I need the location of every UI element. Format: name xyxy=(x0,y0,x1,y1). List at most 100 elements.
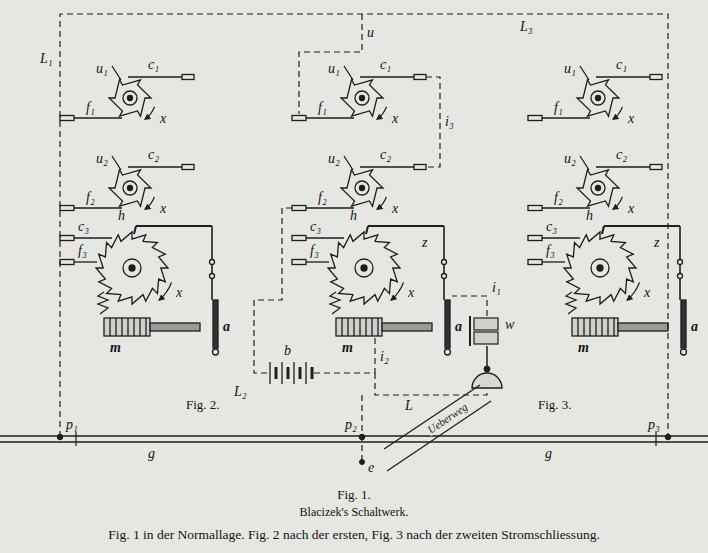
part-letter: a xyxy=(455,320,462,334)
wire-letter: i₁ xyxy=(492,281,501,295)
callout-letter: f₂ xyxy=(554,191,563,205)
line-wire xyxy=(314,336,375,373)
callout-letter: x xyxy=(628,202,634,216)
callout-letter: h xyxy=(118,209,125,223)
rail-letter: g xyxy=(148,447,155,461)
line-letter: L₂ xyxy=(234,385,247,399)
earth-point xyxy=(360,460,365,465)
part-letter: z xyxy=(422,236,427,250)
road-label: Ueberweg xyxy=(425,400,470,436)
part-letter: z xyxy=(654,236,659,250)
battery-cell xyxy=(281,362,282,384)
battery-letter: b xyxy=(284,344,291,358)
wire-letter: i₃ xyxy=(445,115,454,129)
callout-letter: x xyxy=(392,202,398,216)
part-letter: m xyxy=(342,341,353,355)
callout-letter: x xyxy=(408,286,414,300)
callout-letter: f₃ xyxy=(78,244,87,258)
line-wire xyxy=(60,14,668,437)
callout-letter: c₃ xyxy=(546,220,557,234)
callout-letter: x xyxy=(160,112,166,126)
callout-letter: c₃ xyxy=(78,220,89,234)
contact-point xyxy=(359,434,365,440)
battery-cell xyxy=(311,367,314,379)
callout-letter: u₁ xyxy=(564,62,576,76)
road-edge xyxy=(384,385,480,449)
line-letter: L₃ xyxy=(520,20,533,34)
mechanism-fig3 xyxy=(528,66,687,355)
contact-point xyxy=(665,434,671,440)
callout-letter: c₂ xyxy=(148,148,159,162)
callout-letter: c₁ xyxy=(148,58,159,72)
callout-letter: c₁ xyxy=(616,58,627,72)
callout-letter: u₂ xyxy=(96,152,108,166)
callout-letter: f₁ xyxy=(554,101,563,115)
mechanism-fig1 xyxy=(292,66,451,355)
line-letter: L xyxy=(405,399,413,413)
bell-coil xyxy=(474,318,498,330)
contact-letter: p₃ xyxy=(648,418,660,432)
bell-letter: w xyxy=(505,318,514,332)
bell-frame xyxy=(469,316,471,346)
contact-point xyxy=(57,434,63,440)
figure-number: Fig. 1. xyxy=(337,488,371,501)
callout-letter: c₂ xyxy=(616,148,627,162)
callout-letter: x xyxy=(160,202,166,216)
part-letter: a xyxy=(223,320,230,334)
battery-cell xyxy=(287,367,290,379)
callout-letter: h xyxy=(586,209,593,223)
contact-letter: p₁ xyxy=(66,418,78,432)
callout-letter: c₂ xyxy=(380,148,391,162)
callout-letter: f₁ xyxy=(318,101,327,115)
callout-letter: f₃ xyxy=(546,244,555,258)
callout-letter: x xyxy=(176,286,182,300)
hammer-head xyxy=(484,366,490,372)
callout-letter: x xyxy=(644,286,650,300)
figure-caption: Fig. 1 in der Normallage. Fig. 2 nach de… xyxy=(108,528,600,542)
figure-title: Blacizek's Schaltwerk. xyxy=(300,506,409,518)
road-edge xyxy=(387,401,491,471)
battery-cell xyxy=(275,367,278,379)
part-letter: a xyxy=(691,320,698,334)
earth-letter: e xyxy=(368,461,374,475)
callout-letter: f₃ xyxy=(310,244,319,258)
rail-joint xyxy=(75,432,76,446)
line-letter: L₁ xyxy=(40,52,53,66)
rail-letter: g xyxy=(545,447,552,461)
line-wire xyxy=(254,208,292,373)
callout-letter: c₃ xyxy=(310,220,321,234)
line-wire xyxy=(361,395,362,462)
callout-letter: c₁ xyxy=(380,58,391,72)
rail xyxy=(0,441,708,443)
line-wire xyxy=(299,14,362,114)
callout-letter: u₁ xyxy=(328,62,340,76)
callout-letter: f₁ xyxy=(86,101,95,115)
bell-dome xyxy=(472,373,502,388)
battery-cell xyxy=(293,362,294,384)
part-letter: m xyxy=(110,341,121,355)
figure-label: Fig. 3. xyxy=(538,398,572,411)
bell-coil xyxy=(474,332,498,344)
contact-letter: p₂ xyxy=(345,418,357,432)
wire-letter: u xyxy=(367,26,374,40)
callout-letter: u₁ xyxy=(96,62,108,76)
rail-joint xyxy=(655,432,656,446)
line-wire xyxy=(452,296,487,316)
bell-hammer xyxy=(486,346,488,366)
callout-letter: h xyxy=(350,209,357,223)
rail xyxy=(0,435,708,437)
wire-letter: i₂ xyxy=(380,350,389,364)
battery-cell xyxy=(305,362,306,384)
figure-label: Fig. 2. xyxy=(186,398,220,411)
battery-cell xyxy=(269,362,270,384)
callout-letter: x xyxy=(628,112,634,126)
callout-letter: u₂ xyxy=(328,152,340,166)
part-letter: m xyxy=(578,341,589,355)
line-wire xyxy=(426,77,440,167)
battery-cell xyxy=(299,367,302,379)
mechanism-fig2 xyxy=(60,66,219,355)
callout-letter: f₂ xyxy=(318,191,327,205)
callout-letter: f₂ xyxy=(86,191,95,205)
